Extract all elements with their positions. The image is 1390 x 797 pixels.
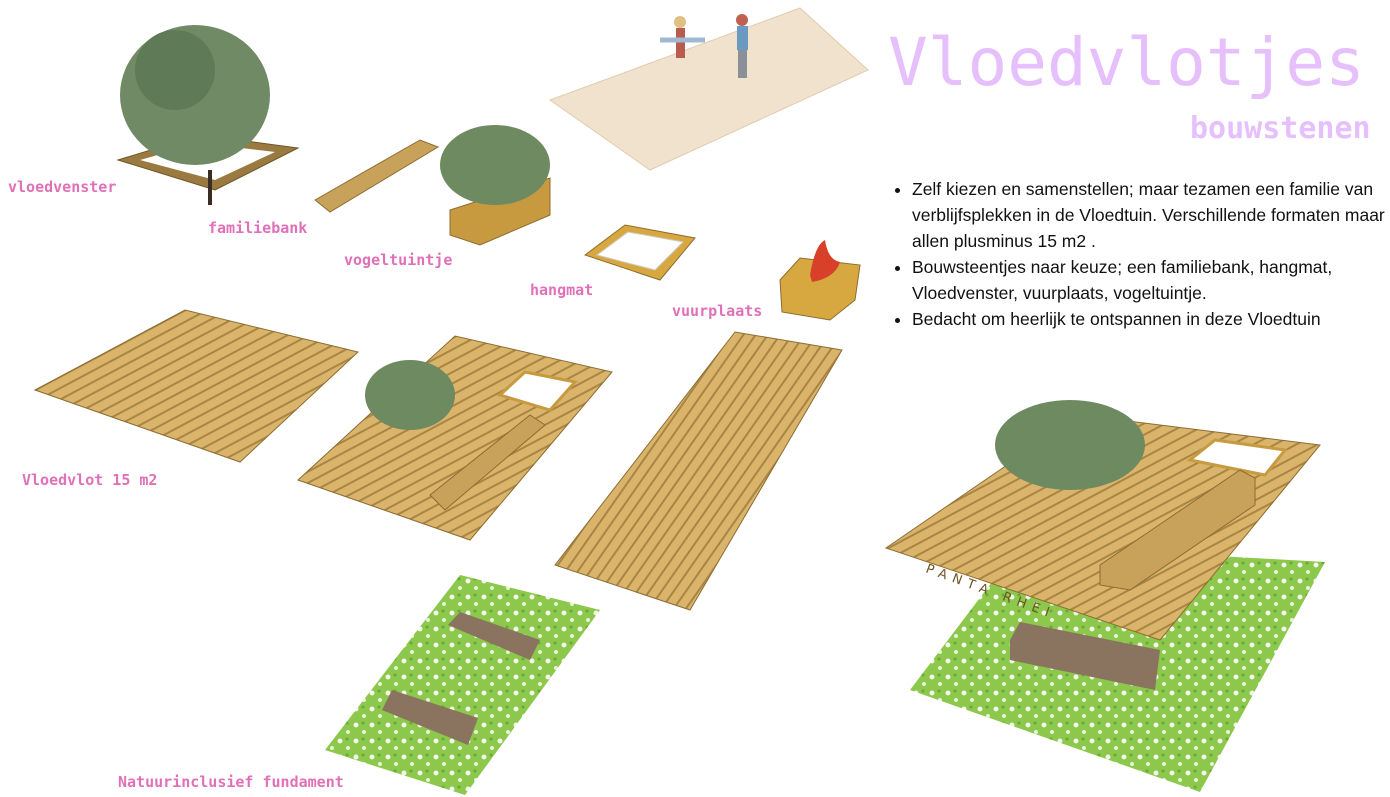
- familiebank-bench: [314, 139, 440, 213]
- description-list: Zelf kiezen en samenstellen; maar tezame…: [888, 176, 1390, 332]
- grass-fundament: [325, 575, 600, 795]
- deck-long: [554, 331, 843, 611]
- bullet-item: Bouwsteentjes naar keuze; een familieban…: [912, 254, 1390, 306]
- label-vogeltuintje: vogeltuintje: [344, 251, 453, 269]
- page-subtitle: bouwstenen: [1190, 111, 1371, 146]
- label-hangmat: hangmat: [530, 281, 594, 299]
- label-vuurplaats: vuurplaats: [672, 302, 763, 320]
- bullet-item: Zelf kiezen en samenstellen; maar tezame…: [912, 176, 1390, 254]
- floor-platform: [548, 7, 869, 171]
- deck-vloedvlot: [33, 309, 360, 463]
- label-vloedvenster: vloedvenster: [8, 178, 117, 196]
- page-title: Vloedvlotjes: [888, 24, 1365, 101]
- people-figures: [660, 14, 748, 78]
- label-fundament: Natuurinclusief fundament: [118, 773, 344, 791]
- bullet-item: Bedacht om heerlijk te ontspannen in dez…: [912, 306, 1390, 332]
- fire: [810, 240, 840, 282]
- label-vloedvlot: Vloedvlot 15 m2: [22, 471, 158, 489]
- vuurplaats-box: [779, 257, 861, 321]
- label-familiebank: familiebank: [208, 219, 308, 237]
- deck-combination: [297, 335, 613, 541]
